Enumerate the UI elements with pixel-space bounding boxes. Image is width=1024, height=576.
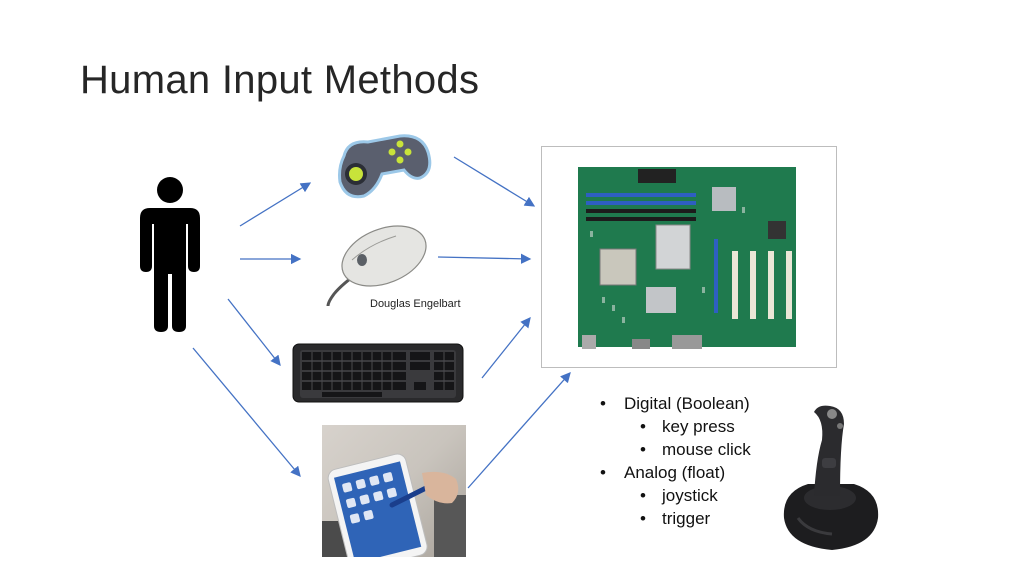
tablet-photo (322, 425, 466, 557)
list-item-key-press: key press (638, 415, 751, 438)
motherboard-icon (578, 167, 796, 349)
tablet-icon (322, 453, 466, 557)
arrow-gamepad-to-board (453, 156, 536, 207)
arrow-person-to-keyboard (227, 298, 281, 367)
slide-title: Human Input Methods (80, 58, 480, 102)
arrow-mouse-to-board (437, 253, 532, 265)
person-icon (140, 177, 200, 332)
list-item-joystick: joystick (638, 484, 751, 507)
arrow-tablet-to-board (467, 372, 571, 489)
arrow-keyboard-to-board (481, 316, 531, 379)
list-item-trigger: trigger (638, 507, 751, 530)
arrow-person-to-gamepad (239, 182, 312, 227)
input-types-list: Digital (Boolean) key press mouse click … (598, 392, 751, 530)
joystick-icon (783, 405, 879, 550)
list-item-mouse-click: mouse click (638, 438, 751, 461)
arrow-person-to-tablet (192, 347, 301, 477)
mouse-icon (326, 225, 427, 307)
motherboard-photo (541, 146, 837, 368)
keyboard-icon (292, 343, 464, 403)
list-item-analog: Analog (float) joystick trigger (598, 461, 751, 530)
mouse-caption: Douglas Engelbart (370, 298, 461, 310)
list-item-digital: Digital (Boolean) key press mouse click (598, 392, 751, 461)
gamepad-icon (338, 134, 432, 199)
